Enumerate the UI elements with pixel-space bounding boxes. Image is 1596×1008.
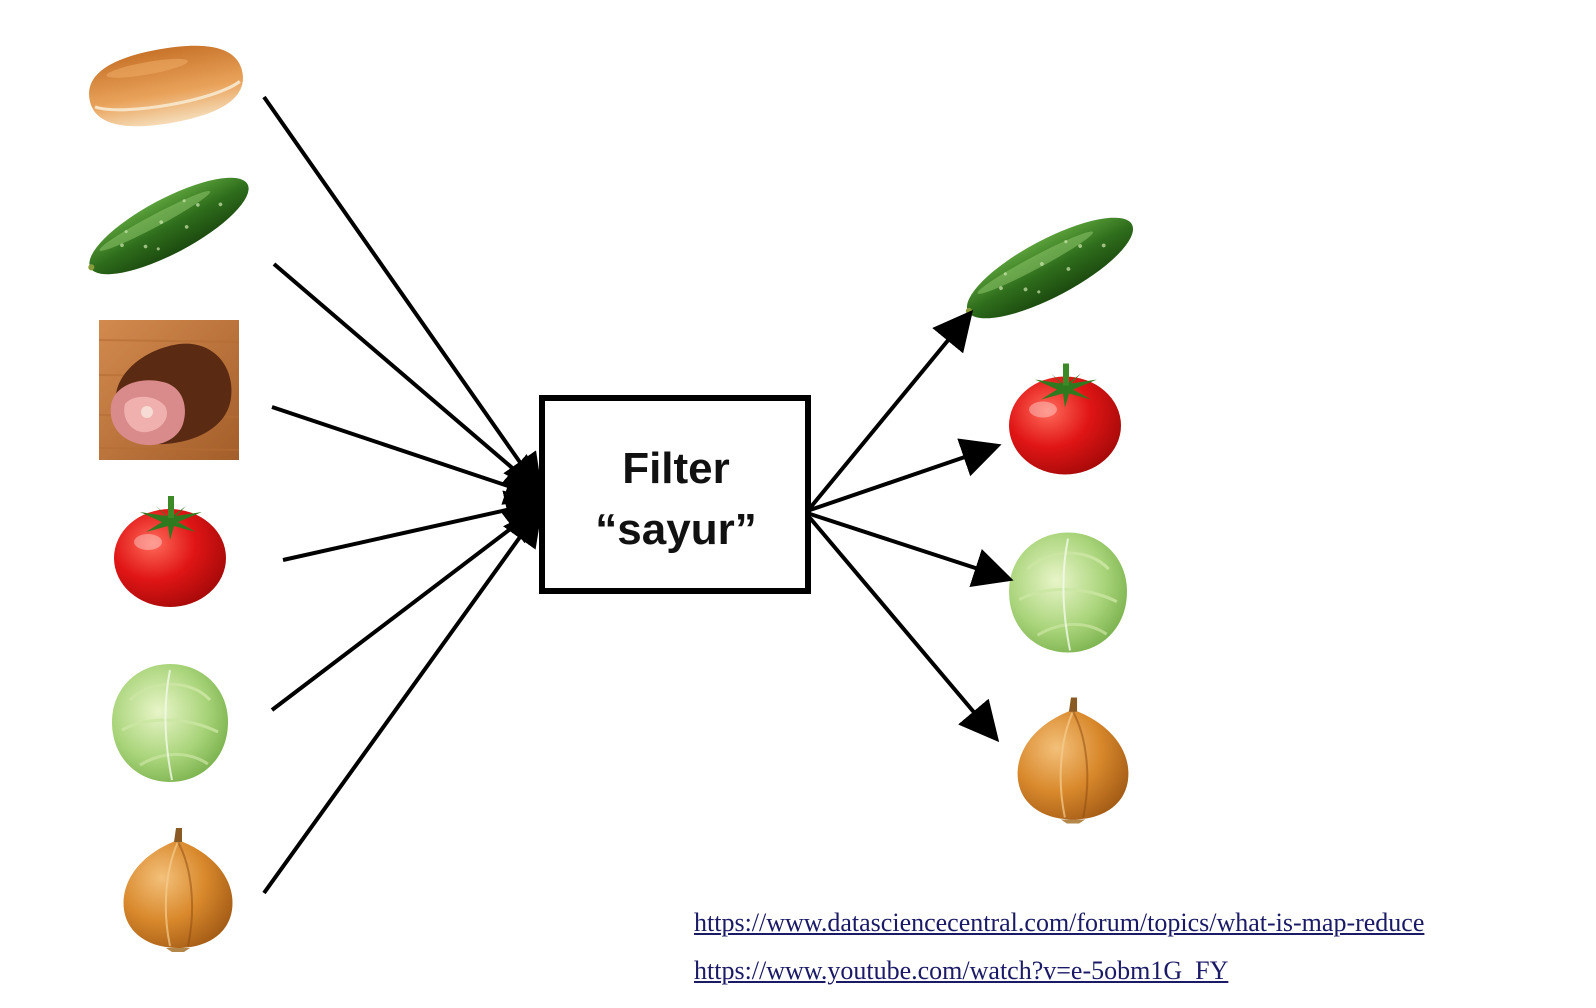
tomato-icon <box>1009 363 1121 475</box>
input-arrow <box>271 405 546 505</box>
source-link-datasciencecentral[interactable]: https://www.datasciencecentral.com/forum… <box>694 908 1425 937</box>
cucumber-icon <box>952 210 1146 326</box>
bread-icon <box>81 34 251 138</box>
input-arrow <box>262 95 543 495</box>
input-arrow <box>282 490 546 562</box>
output-arrow <box>809 512 1014 588</box>
filter-box <box>539 395 811 594</box>
source-link-youtube[interactable]: https://www.youtube.com/watch?v=e-5obm1G… <box>694 956 1229 985</box>
ham-icon <box>99 320 239 460</box>
cabbage-icon <box>1007 530 1129 655</box>
output-arrow <box>809 438 1002 512</box>
cucumber-icon <box>78 170 260 282</box>
tomato-icon <box>114 496 226 607</box>
onion-icon <box>1016 697 1130 825</box>
input-arrow <box>270 503 545 712</box>
input-arrow <box>272 262 545 496</box>
output-arrow <box>808 516 1000 743</box>
cabbage-icon <box>110 662 230 784</box>
onion-icon <box>122 828 234 953</box>
output-arrow <box>808 309 974 510</box>
input-arrow <box>262 505 543 895</box>
filter-title: Filter <box>622 444 730 493</box>
filter-keyword: “sayur” <box>595 505 756 554</box>
